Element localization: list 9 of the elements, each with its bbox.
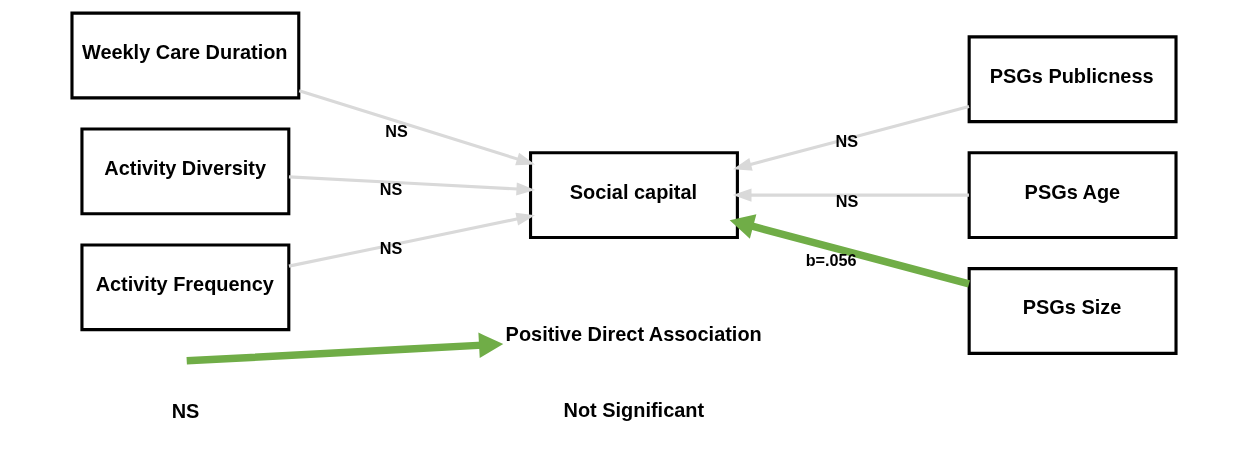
- edge-label: NS: [835, 132, 859, 151]
- label: Not Significant: [563, 398, 705, 421]
- edge-label: NS: [835, 191, 859, 210]
- label: NS: [171, 399, 200, 422]
- edge-label: NS: [379, 179, 403, 198]
- edge-label: NS: [385, 121, 408, 140]
- edge-label: b=.056: [805, 251, 857, 270]
- legend-label: Positive Direct Association: [505, 322, 762, 345]
- edge-label: NS: [379, 239, 403, 258]
